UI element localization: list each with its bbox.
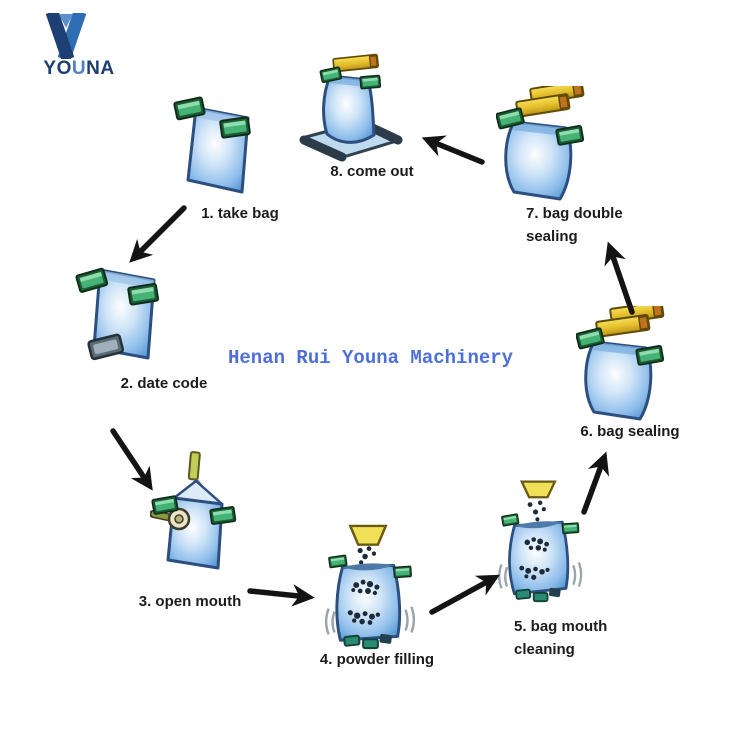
step-label-6: 6. bag sealing: [580, 423, 680, 440]
youna-v-icon: [45, 13, 87, 59]
step-label-7: 7. bag double sealing: [526, 205, 623, 246]
step-label-4: 4. powder filling: [319, 651, 435, 668]
funnel-icon: [519, 480, 557, 499]
bag-mouth-cleaning-icon: [498, 480, 583, 603]
bag-with-clips-icon: [173, 96, 252, 194]
arrow-step4-to-step5: [429, 574, 500, 615]
powder-inside-dots: [347, 579, 381, 625]
falling-powder-dots: [357, 546, 377, 565]
powder-inside-dots: [519, 537, 550, 580]
bag-feet: [515, 587, 561, 603]
arrow-step2-to-step3: [110, 428, 153, 491]
bag-conveyor-icon: [299, 53, 403, 162]
bag-date-stamp-icon: [75, 267, 160, 361]
bag-feet: [343, 633, 392, 650]
watermark-text: Henan Rui Youna Machinery: [228, 347, 514, 369]
step-label-2: 2. date code: [120, 375, 208, 392]
arrow-step7-to-step8: [421, 135, 485, 165]
bag-double-sealed-icon: [496, 86, 585, 201]
step-label-8: 8. come out: [330, 163, 414, 180]
shake-lines: [324, 606, 416, 635]
falling-powder-dots: [527, 500, 546, 522]
arrow-step6-to-step7: [604, 241, 635, 315]
date-stamp-icon: [87, 333, 125, 361]
bag-powder-filling-icon: [324, 524, 416, 650]
arrow-step3-to-step4: [247, 584, 315, 607]
arrow-step1-to-step2: [129, 205, 187, 263]
bag-open-mouth-icon: [150, 451, 237, 570]
gripper-handle-icon: [187, 451, 201, 481]
step-label-5: 5. bag mouth cleaning: [514, 618, 608, 659]
funnel-icon: [348, 524, 388, 546]
youna-logo: YOUNA: [24, 6, 134, 86]
step-label-1: 1. take bag: [201, 205, 279, 222]
bag-sealed-icon: [576, 306, 665, 421]
brand-name: YOUNA: [43, 58, 115, 79]
arrow-step5-to-step6: [581, 451, 610, 515]
step-label-3: 3. open mouth: [138, 593, 242, 610]
